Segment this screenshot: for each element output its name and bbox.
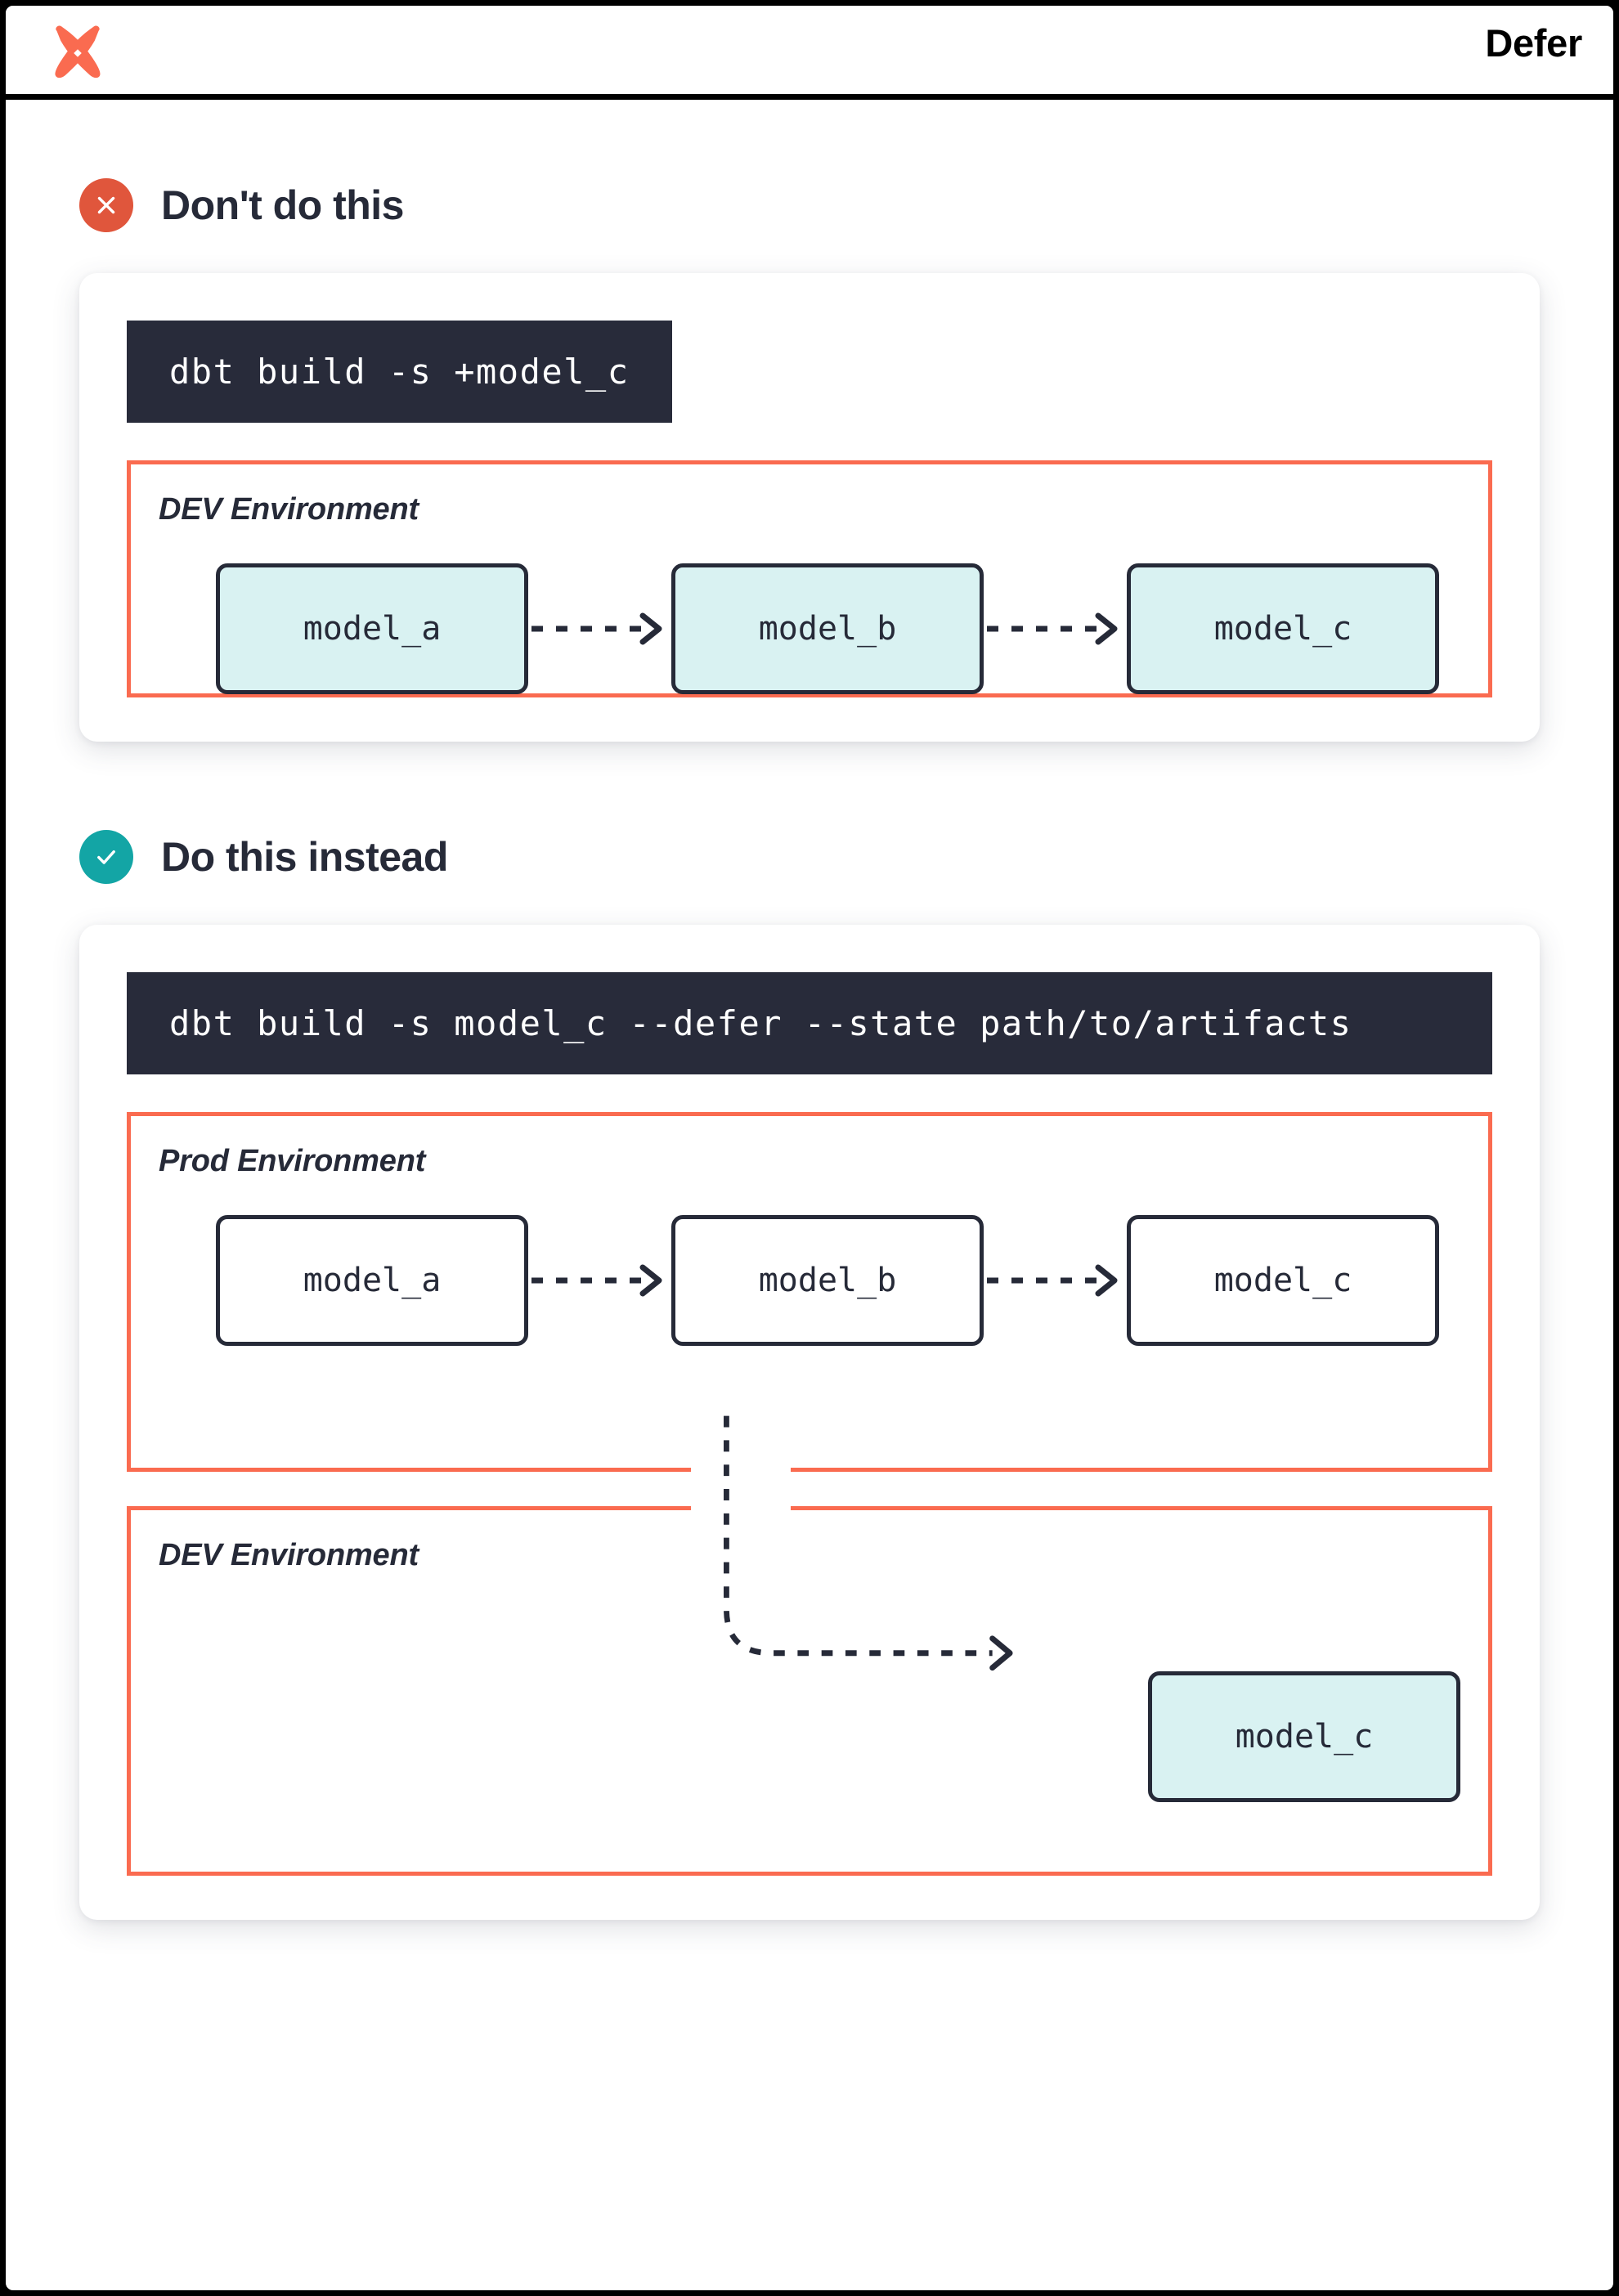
card-do: dbt build -s model_c --defer --state pat… [79, 925, 1540, 1920]
env-box-dev-good: DEV Environment model_c [127, 1506, 1492, 1876]
env-label-dev-good: DEV Environment [159, 1538, 419, 1572]
env-label-prod: Prod Environment [159, 1144, 426, 1178]
card-dont: dbt build -s +model_c DEV Environment mo… [79, 273, 1540, 742]
model-node-label: model_c [1235, 1718, 1374, 1756]
model-node-label: model_c [1213, 610, 1352, 648]
prod-arrow-a-to-b [528, 1264, 671, 1297]
model-node-a[interactable]: model_a [216, 563, 528, 694]
model-node-c[interactable]: model_c [1127, 563, 1439, 694]
model-row-prod: model_a model_b [159, 1215, 1460, 1346]
dev-model-node-c[interactable]: model_c [1148, 1671, 1460, 1802]
prod-model-node-c[interactable]: model_c [1127, 1215, 1439, 1346]
environment-stack: Prod Environment model_a [127, 1112, 1492, 1876]
model-node-b[interactable]: model_b [671, 563, 984, 694]
command-dont: dbt build -s +model_c [127, 321, 672, 423]
env-label-dev-bad: DEV Environment [159, 492, 419, 527]
section-title-do: Do this instead [161, 834, 448, 880]
model-node-label: model_b [758, 610, 897, 648]
section-title-dont: Don't do this [161, 182, 405, 228]
content-area: Don't do this dbt build -s +model_c DEV … [6, 178, 1613, 1920]
x-circle-icon [79, 178, 133, 232]
prod-model-node-a[interactable]: model_a [216, 1215, 528, 1346]
prod-model-node-b[interactable]: model_b [671, 1215, 984, 1346]
env-box-prod: Prod Environment model_a [127, 1112, 1492, 1472]
model-node-label: model_c [1213, 1262, 1352, 1299]
prod-border-gap [691, 1468, 791, 1478]
page-title: Defer [1485, 21, 1582, 65]
dbt-logo-icon [45, 20, 110, 86]
check-circle-icon [79, 830, 133, 884]
model-node-label: model_a [303, 610, 442, 648]
arrow-b-to-c [984, 612, 1127, 645]
arrow-a-to-b [528, 612, 671, 645]
model-row-dev-bad: model_a model_b [159, 563, 1460, 694]
model-node-label: model_a [303, 1262, 442, 1299]
model-row-dev-good: model_c [159, 1671, 1460, 1802]
section-header-do: Do this instead [79, 830, 1540, 884]
dev-border-gap [691, 1502, 791, 1512]
header-bar: Defer [6, 6, 1613, 100]
env-box-dev-bad: DEV Environment model_a model_b [127, 460, 1492, 697]
model-node-label: model_b [758, 1262, 897, 1299]
prod-arrow-b-to-c [984, 1264, 1127, 1297]
command-do: dbt build -s model_c --defer --state pat… [127, 972, 1492, 1074]
section-header-dont: Don't do this [79, 178, 1540, 232]
